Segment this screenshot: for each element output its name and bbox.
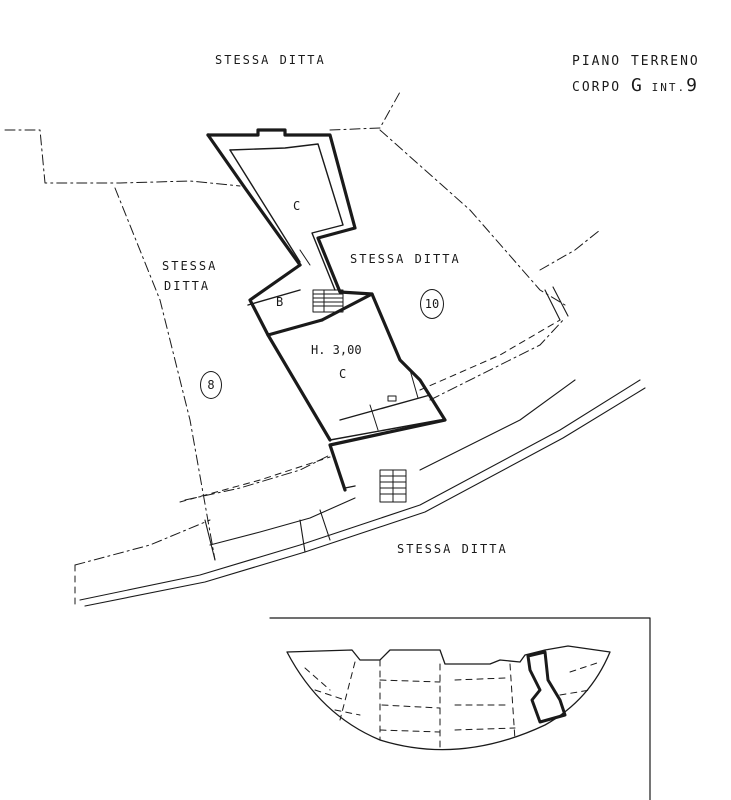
room-height-label: H. 3,00 [311,343,362,357]
room-label-small: B [276,295,286,309]
label-left-neighbor-line1: STESSA [162,259,218,273]
key-plan-unit-highlight [526,650,567,724]
key-plan-dividers [304,659,601,751]
window-marks [299,249,419,431]
label-right-neighbor: STESSA DITTA [350,252,461,266]
room-label-main: C [339,367,349,381]
drawing-header-block: CORPO G INT.9 [572,77,697,95]
label-top-neighbor: STESSA DITTA [215,53,326,67]
lot-number-left: 8 [200,371,222,399]
label-left-neighbor-line2: DITTA [164,279,211,293]
header-corpo-label: CORPO [572,80,622,95]
unit-outline [206,128,447,492]
lot-number-right: 10 [420,289,444,319]
key-plan-frame [269,617,651,800]
header-int-label: INT. [651,81,687,94]
ground-dashed-lines [74,319,561,606]
room-label-upper: C [293,199,303,213]
header-int-number: 9 [686,75,697,96]
header-block-letter: G [630,75,642,96]
key-plan-building [286,645,611,751]
property-boundary-lines [4,91,601,566]
walkway-lines [79,286,646,607]
drawing-header-floor: PIANO TERRENO [572,54,700,69]
stair-hatching [312,289,407,503]
unit-inner-walls [229,143,441,489]
label-bottom-neighbor: STESSA DITTA [397,542,508,556]
